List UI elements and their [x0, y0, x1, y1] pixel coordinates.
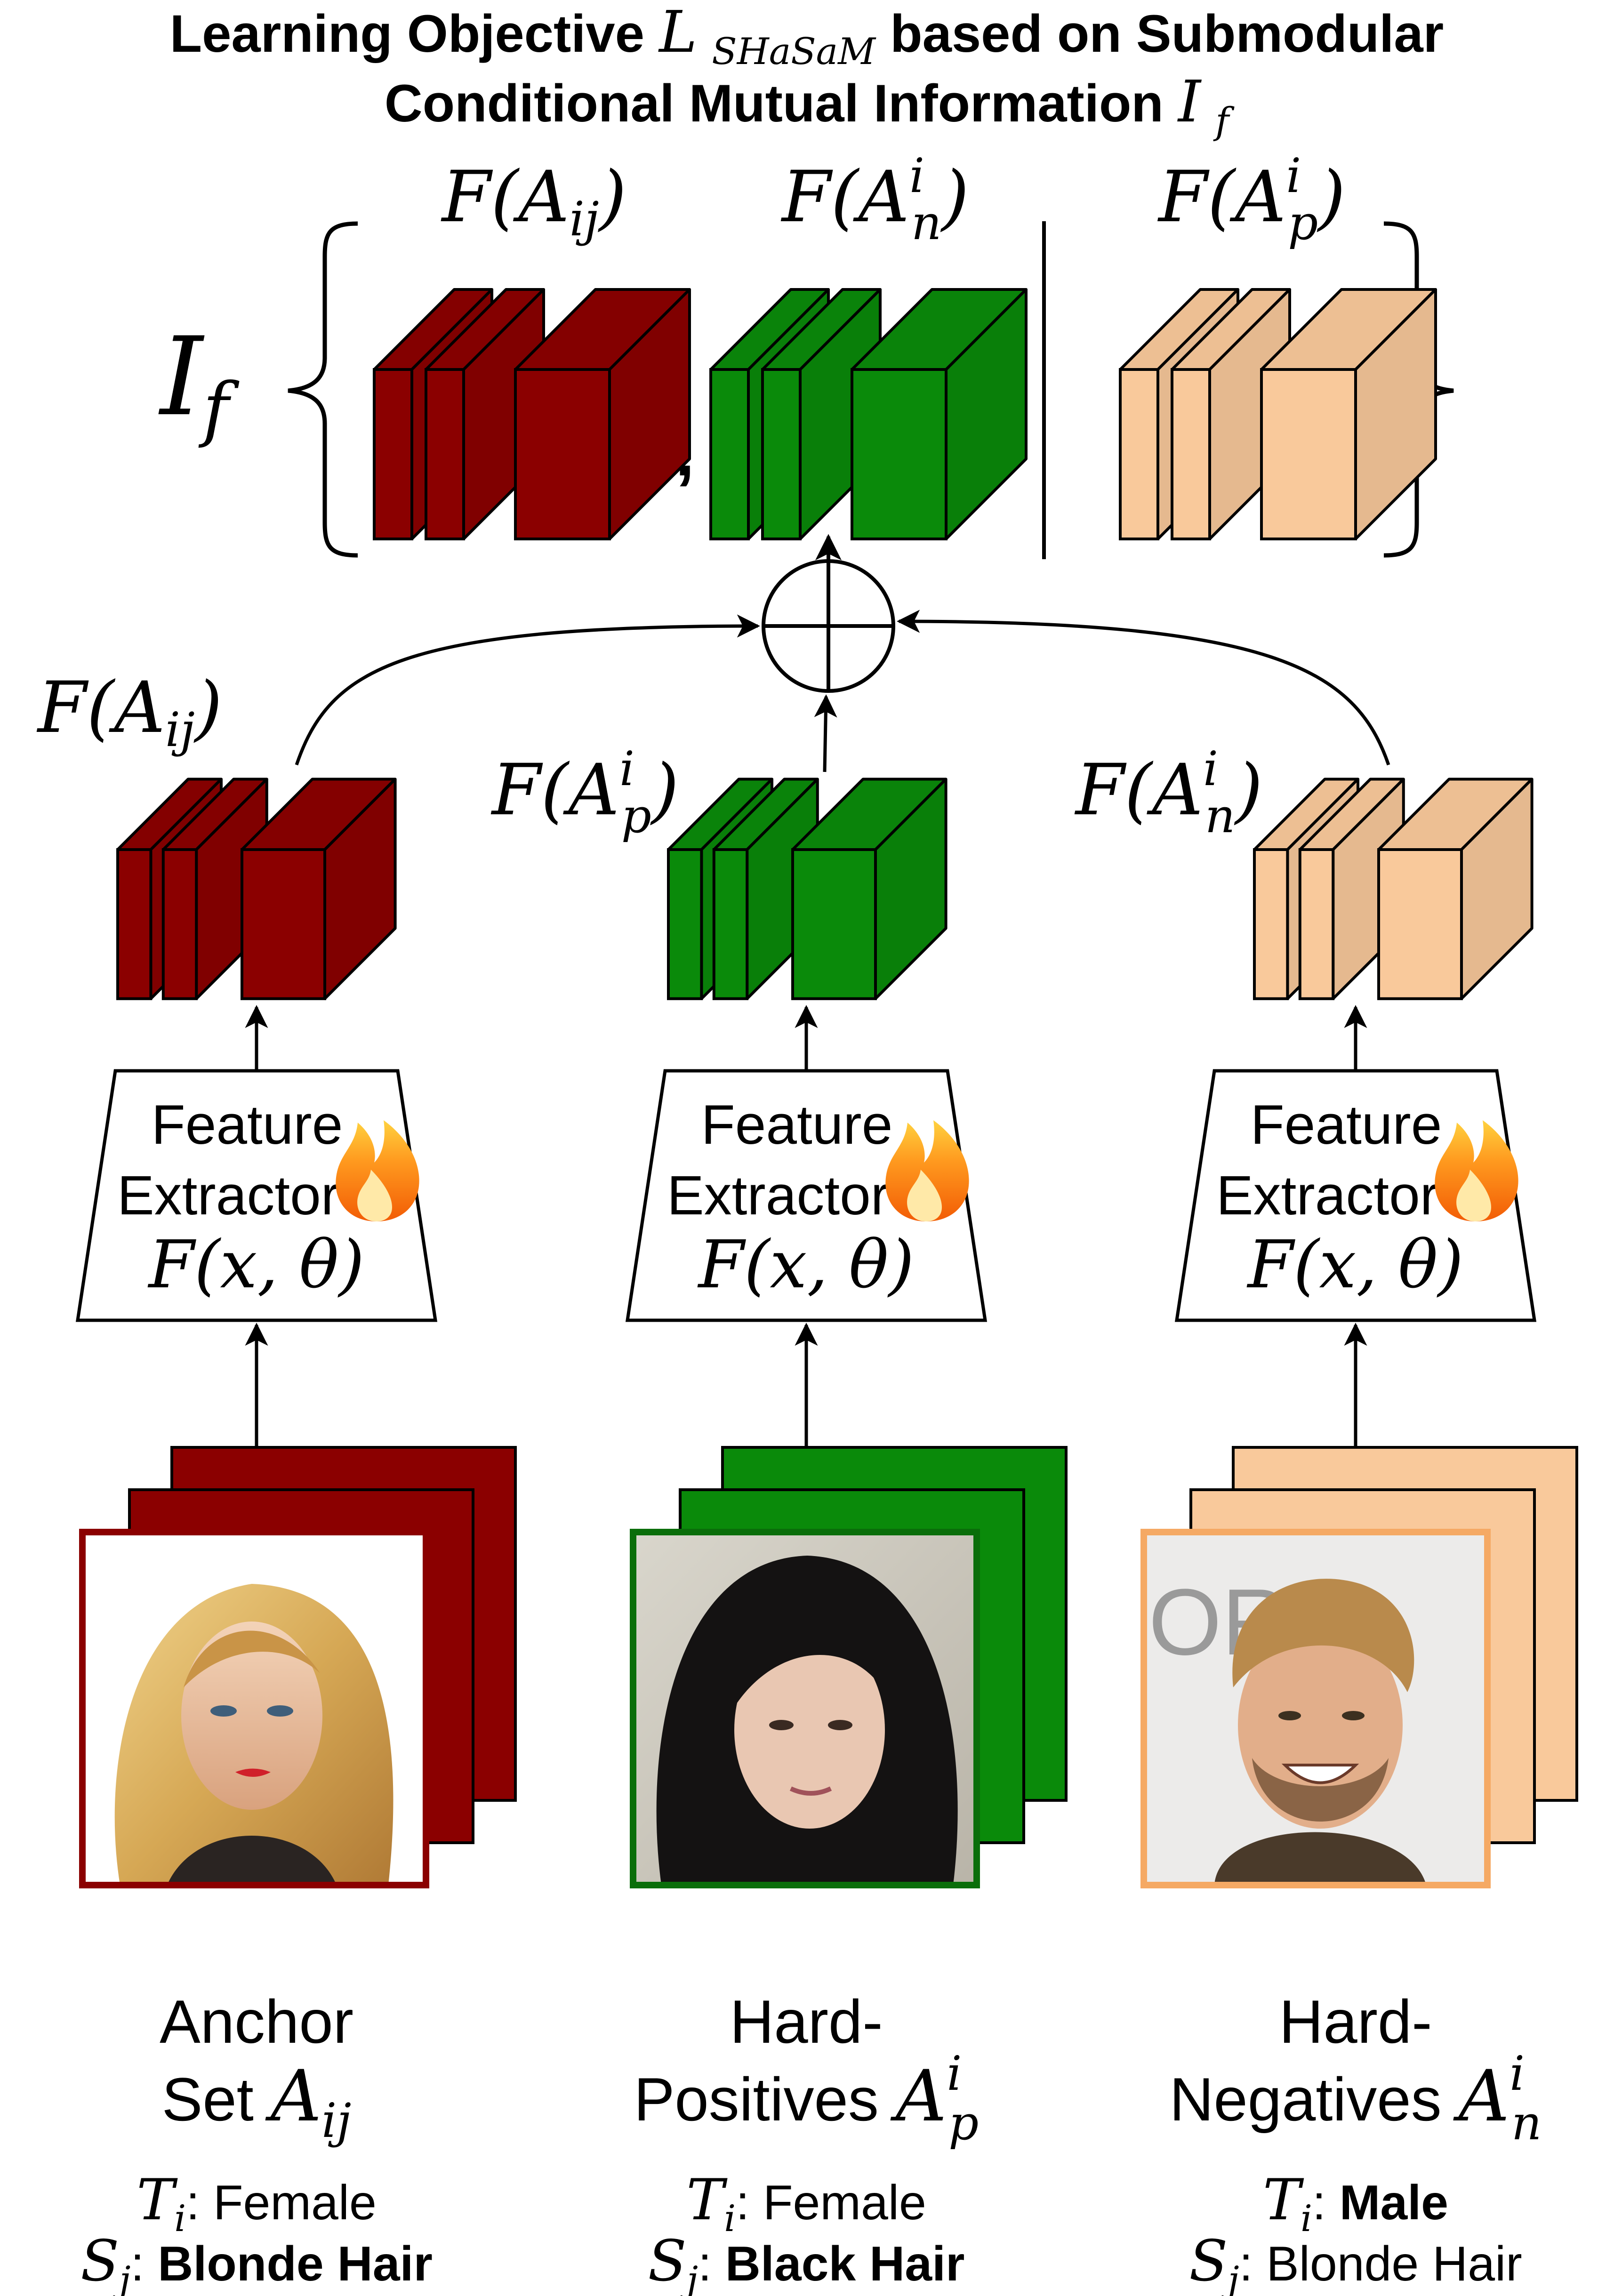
aggregation-arrows [295, 610, 1390, 772]
extractor-label-line1: Feature [1251, 1094, 1442, 1156]
caption-line2: Set Aij [162, 2055, 352, 2148]
fire-icon [1435, 1120, 1518, 1221]
branch-anchor-feature-stack-slab-3 [241, 778, 397, 1000]
objective-feature-stacks [373, 288, 1437, 540]
objective-expression: If ; F(Aij) F(Ain) F(Aip) [158, 148, 1454, 559]
branch-positives-feature-stack [667, 778, 948, 1000]
objective-positives-stack-slab-3 [1260, 288, 1437, 540]
extractor-formula: F(x, θ) [697, 1227, 915, 1303]
extractor-formula: F(x, θ) [147, 1227, 365, 1303]
diagram-title: Learning Objective L SHaSaM based on Sub… [170, 0, 1444, 143]
right-brace [1383, 221, 1454, 558]
objective-positives-stack [1119, 288, 1437, 540]
svg-text:Conditional Mutual Information: Conditional Mutual Information I f [385, 68, 1235, 143]
title-loss-symbol: L [658, 0, 697, 65]
objective-negatives-stack [709, 288, 1028, 540]
extractor-label-line2: Extractor [667, 1164, 889, 1227]
man-blonde-hair-photo: OR [1144, 1532, 1487, 1885]
branch-positives-feature-extractor [625, 1069, 988, 1322]
branch-anchor-image-set [79, 1446, 517, 1888]
extractor-label-line1: Feature [701, 1094, 893, 1156]
branch-positives-image-set [630, 1446, 1068, 1888]
objective-label-anchor: F(Aij) [441, 156, 626, 247]
branch-anchor-feature-label: F(Aij) [36, 667, 222, 757]
branch-negatives-feature-extractor [1174, 1069, 1537, 1322]
woman-black-hair-photo [633, 1532, 977, 1885]
branch-anchor-feature-extractor [75, 1069, 438, 1322]
sensitive-attribute: Sj: Black Hair [648, 2229, 965, 2296]
title-loss-subscript: SHaSaM [712, 31, 876, 73]
title-mi-subscript: f [1213, 100, 1235, 143]
sensitive-attribute: Sj: Blonde Hair [1189, 2229, 1522, 2296]
image-frame [1140, 1529, 1491, 1888]
objective-anchor-stack [373, 288, 691, 540]
extractor-label-line1: Feature [152, 1094, 343, 1156]
fire-icon [885, 1120, 969, 1221]
extractor-label-line2: Extractor [117, 1164, 339, 1227]
target-attribute: Ti: Male [1263, 2168, 1448, 2240]
arrow-negatives-to-oplus [897, 610, 1390, 766]
title-line2-prefix: Conditional Mutual Information [385, 74, 1164, 133]
branch-positives-feature-stack-slab-3 [791, 778, 948, 1000]
branch-negatives-feature-stack-slab-3 [1377, 778, 1534, 1000]
title-mi-symbol: I [1177, 68, 1202, 135]
left-brace [288, 221, 358, 558]
extractor-label-line2: Extractor [1216, 1164, 1438, 1227]
arrow-anchor-to-oplus [295, 614, 760, 766]
target-attribute: Ti: Female [686, 2168, 926, 2240]
caption-line1: Hard- [1279, 1987, 1432, 2056]
objective-negatives-stack-slab-3 [851, 288, 1028, 540]
branch-anchor-feature-stack [116, 778, 397, 1000]
branch-negatives-image-set: OR [1140, 1446, 1578, 1888]
svg-text:Learning Objective L: Learning Objective L SHaSaM based on Sub… [170, 0, 1444, 75]
objective-anchor-stack-slab-3 [514, 288, 691, 540]
target-attribute: Ti: Female [137, 2168, 377, 2240]
image-frame [630, 1529, 980, 1888]
caption-line1: Anchor [160, 1987, 353, 2056]
extractor-formula: F(x, θ) [1246, 1227, 1464, 1303]
fire-icon [336, 1120, 419, 1221]
title-line1-prefix: Learning Objective [170, 4, 644, 63]
arrow-positives-to-oplus [814, 694, 837, 772]
objective-symbol: If [158, 314, 240, 450]
branch-negatives-feature-stack [1253, 778, 1534, 1000]
woman-blonde-hair-photo [82, 1532, 426, 1885]
caption-line1: Hard- [730, 1987, 883, 2056]
sensitive-attribute: Sj: Blonde Hair [80, 2229, 433, 2296]
aggregation-node [762, 534, 895, 693]
image-frame [79, 1529, 429, 1888]
title-line1-suffix: based on Submodular [890, 4, 1444, 63]
